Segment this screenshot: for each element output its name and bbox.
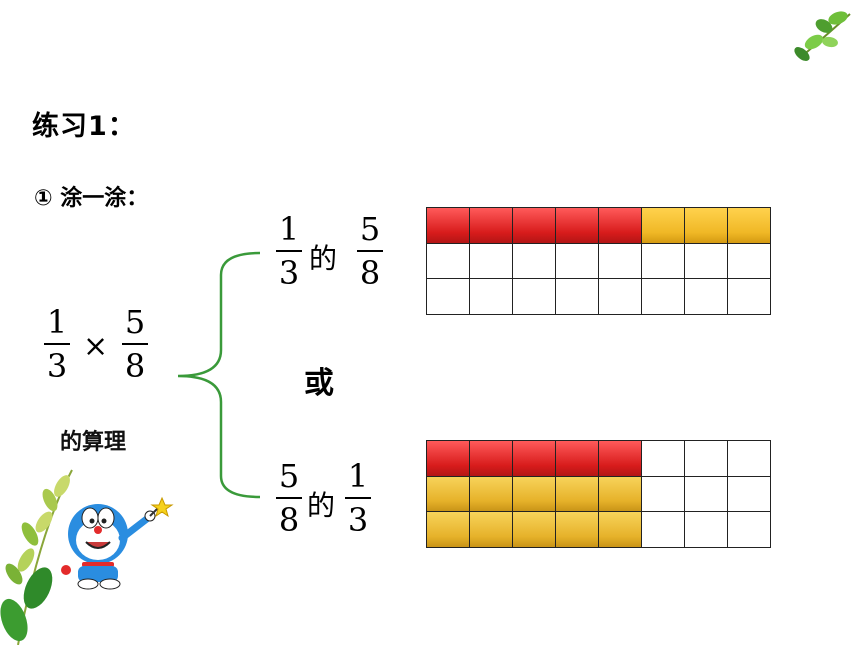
grid-cell[interactable] — [642, 476, 685, 512]
bottom-fraction-grid — [426, 440, 771, 548]
leaf-vine-icon — [0, 469, 73, 645]
fraction-numerator: 1 — [46, 303, 68, 341]
fraction-bar — [276, 497, 302, 499]
fraction-denominator: 3 — [46, 347, 68, 385]
grid-cell[interactable] — [427, 476, 470, 512]
grid-cell[interactable] — [728, 279, 771, 315]
bottom-option-fraction-b: 1 3 — [345, 460, 371, 536]
bottom-option-fraction-a: 5 8 — [276, 460, 302, 536]
grid-cell[interactable] — [470, 441, 513, 477]
grid-cell[interactable] — [513, 279, 556, 315]
top-option-link: 的 — [309, 242, 338, 275]
grid-cell[interactable] — [599, 243, 642, 279]
grid-cell[interactable] — [427, 512, 470, 548]
grid-cell[interactable] — [599, 512, 642, 548]
grid-cell[interactable] — [470, 512, 513, 548]
grid-cell[interactable] — [728, 208, 771, 244]
grid-cell[interactable] — [685, 512, 728, 548]
grid-cell[interactable] — [470, 279, 513, 315]
grid-cell[interactable] — [513, 208, 556, 244]
grid-cell[interactable] — [728, 512, 771, 548]
left-fraction-b: 5 8 — [122, 306, 148, 382]
fraction-denominator: 8 — [278, 501, 300, 539]
grid-cell[interactable] — [427, 208, 470, 244]
grid-cell[interactable] — [728, 243, 771, 279]
fraction-numerator: 1 — [278, 210, 300, 248]
grid-cell[interactable] — [556, 476, 599, 512]
bottom-option-link: 的 — [307, 489, 336, 522]
left-fraction-a: 1 3 — [44, 306, 70, 382]
grid-cell[interactable] — [427, 243, 470, 279]
reasoning-caption: 的算理 — [60, 430, 127, 455]
grid-cell[interactable] — [728, 441, 771, 477]
fraction-bar — [345, 497, 371, 499]
grid-cell[interactable] — [556, 441, 599, 477]
grid-cell[interactable] — [513, 243, 556, 279]
fraction-numerator: 1 — [347, 457, 369, 495]
grid-cell[interactable] — [513, 512, 556, 548]
grid-cell[interactable] — [513, 441, 556, 477]
grid-cell[interactable] — [685, 441, 728, 477]
cartoon-robot-mascot-icon — [61, 496, 174, 590]
grid-cell[interactable] — [556, 208, 599, 244]
top-fraction-grid — [426, 207, 771, 315]
grid-cell[interactable] — [599, 441, 642, 477]
grid-cell[interactable] — [427, 441, 470, 477]
top-option-fraction-a: 1 3 — [276, 213, 302, 289]
top-option-fraction-b: 5 8 — [357, 213, 383, 289]
fraction-denominator: 8 — [359, 254, 381, 292]
exercise-title: 练习1： — [32, 111, 136, 142]
fraction-denominator: 3 — [347, 501, 369, 539]
exercise-subtitle: ① 涂一涂： — [34, 186, 149, 211]
grid-cell[interactable] — [556, 243, 599, 279]
grid-cell[interactable] — [642, 208, 685, 244]
times-sign: × — [83, 329, 109, 364]
grid-cell[interactable] — [642, 512, 685, 548]
grid-cell[interactable] — [642, 441, 685, 477]
fraction-numerator: 5 — [124, 303, 146, 341]
or-label: 或 — [304, 366, 334, 401]
grid-cell[interactable] — [685, 279, 728, 315]
grid-cell[interactable] — [685, 243, 728, 279]
fraction-denominator: 8 — [124, 347, 146, 385]
fraction-denominator: 3 — [278, 254, 300, 292]
grid-cell[interactable] — [470, 243, 513, 279]
fraction-bar — [44, 343, 70, 345]
fraction-bar — [357, 250, 383, 252]
grid-cell[interactable] — [470, 476, 513, 512]
fraction-bar — [122, 343, 148, 345]
grid-cell[interactable] — [685, 208, 728, 244]
grid-cell[interactable] — [599, 476, 642, 512]
fraction-numerator: 5 — [278, 457, 300, 495]
green-bracket — [177, 251, 261, 499]
fraction-numerator: 5 — [359, 210, 381, 248]
grid-cell[interactable] — [513, 476, 556, 512]
fraction-bar — [276, 250, 302, 252]
grid-cell[interactable] — [728, 476, 771, 512]
grid-cell[interactable] — [685, 476, 728, 512]
grid-cell[interactable] — [556, 512, 599, 548]
grid-cell[interactable] — [427, 279, 470, 315]
grid-cell[interactable] — [599, 208, 642, 244]
grid-cell[interactable] — [599, 279, 642, 315]
grid-cell[interactable] — [642, 243, 685, 279]
grid-cell[interactable] — [642, 279, 685, 315]
grid-cell[interactable] — [470, 208, 513, 244]
leaf-sprig-icon — [794, 11, 851, 61]
grid-cell[interactable] — [556, 279, 599, 315]
